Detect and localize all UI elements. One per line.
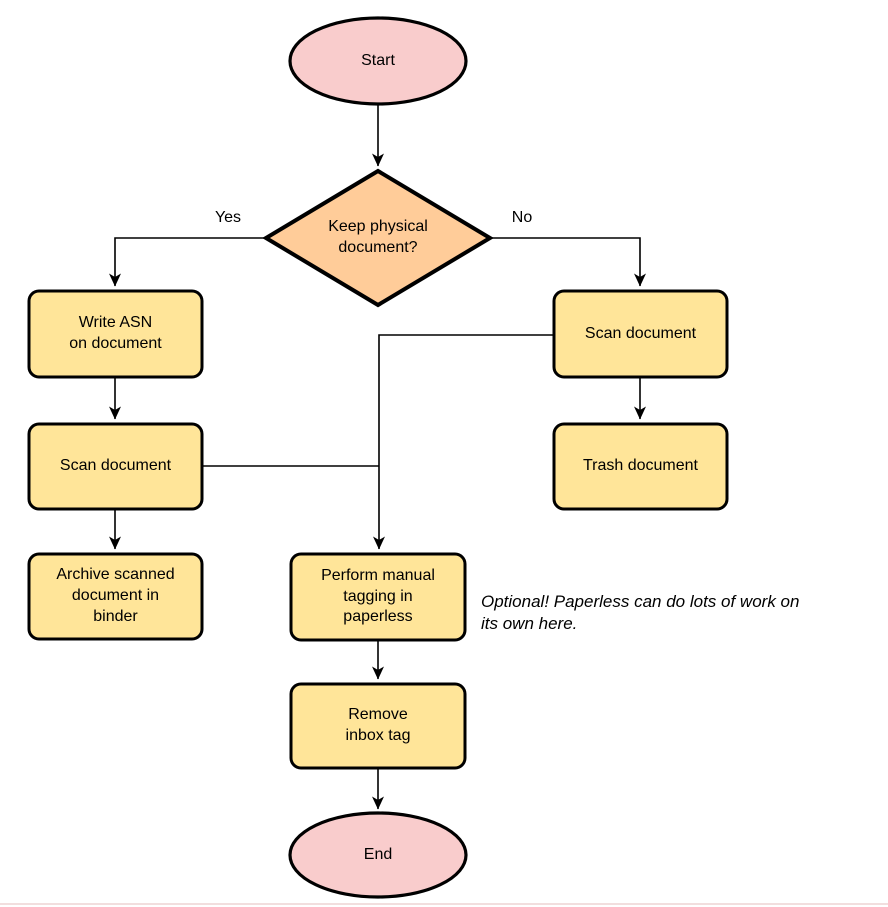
archive-process-shape (27, 552, 204, 641)
optional-note-text: Optional! Paperless can do lots of work … (481, 592, 800, 633)
remove-inbox-process-shape (289, 682, 467, 770)
end-terminator-shape (288, 811, 468, 899)
edge-decision-no-scan-right (490, 237, 646, 287)
scan-right-process-shape (552, 289, 729, 379)
page-bottom-edge-line (0, 903, 888, 905)
tagging-process-shape (289, 552, 467, 642)
edge-scan-right-tagging (373, 334, 553, 550)
edge-decision-yes-write-asn (109, 237, 266, 287)
start-terminator-shape (288, 16, 468, 106)
trash-process-shape (552, 422, 729, 511)
scan-left-process-shape (27, 422, 204, 511)
write-asn-process-shape (27, 289, 204, 379)
decision-diamond-shape (262, 168, 494, 308)
